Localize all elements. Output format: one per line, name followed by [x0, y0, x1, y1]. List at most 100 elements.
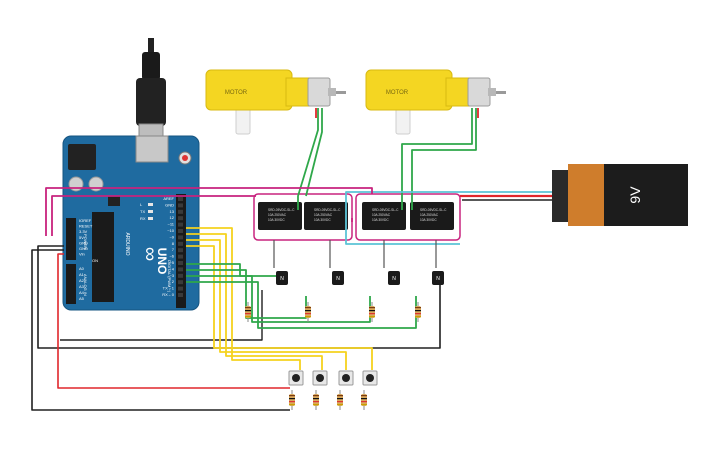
wire-motor1-a[interactable]	[297, 108, 319, 210]
resistor[interactable]	[337, 390, 343, 410]
digital-pin[interactable]	[178, 241, 183, 246]
push-button[interactable]	[338, 370, 354, 386]
digital-pin-label: ~5	[169, 260, 174, 265]
digital-pin-label: ~6	[169, 254, 174, 259]
board-led	[148, 203, 153, 206]
wire-motor2-b[interactable]	[411, 108, 477, 210]
transistor-label: N	[336, 276, 340, 282]
analog-pin-label: A0	[79, 266, 85, 271]
power-pin-label: Vin	[79, 252, 85, 257]
battery-9v[interactable]: 9V	[552, 164, 688, 226]
digital-pin[interactable]	[178, 209, 183, 214]
digital-pin[interactable]	[178, 286, 183, 291]
usb-cable	[136, 38, 166, 139]
board-led-label: L	[140, 202, 143, 207]
wire-ground-2[interactable]	[60, 290, 263, 341]
npn-transistor[interactable]: N	[276, 271, 288, 285]
wire-yellow-4[interactable]	[186, 245, 373, 370]
board-led-label: RX	[140, 216, 146, 221]
arduino-model: UNO	[155, 248, 169, 275]
wire-motor1-b[interactable]	[305, 108, 323, 197]
dc-motor-2[interactable]: MOTOR	[365, 69, 506, 135]
arduino-logo-icon: ∞	[139, 247, 161, 261]
arduino-pin-labels: AREFGND1312~11~10~987~6~54~32TX→1RX←0IOR…	[79, 196, 183, 301]
on-led-label: ON	[92, 258, 98, 263]
digital-pin[interactable]	[178, 293, 183, 297]
digital-pin[interactable]	[178, 267, 183, 272]
wire-motor2-a[interactable]	[401, 108, 473, 210]
push-button[interactable]	[288, 370, 304, 386]
resistor[interactable]	[361, 390, 367, 410]
relay-mount-2	[355, 193, 461, 241]
power-pin-label: GND	[79, 246, 88, 251]
resistor[interactable]	[415, 302, 421, 322]
digital-pin[interactable]	[178, 229, 183, 233]
digital-pin[interactable]	[178, 216, 183, 221]
npn-transistor[interactable]: N	[332, 271, 344, 285]
wire-ground-buttons[interactable]	[31, 249, 290, 411]
transistor-label: N	[392, 276, 396, 282]
wire-battery-cyan[interactable]	[345, 191, 552, 245]
wire-yellow-1[interactable]	[186, 227, 301, 370]
wire-red-5v[interactable]	[57, 253, 290, 389]
wire-yellow-3[interactable]	[186, 239, 347, 370]
power-pin-label: RESET	[79, 224, 93, 229]
push-button[interactable]	[312, 370, 328, 386]
digital-pin-label: ~11	[168, 222, 175, 227]
digital-pin[interactable]	[178, 254, 183, 259]
power-pin-label: GND	[79, 240, 88, 245]
digital-pin[interactable]	[178, 203, 183, 208]
relay-text: SRD-05VDC-SL-C	[372, 208, 399, 212]
digital-pin[interactable]	[178, 273, 183, 278]
analog-group-label: ANALOG IN	[83, 274, 88, 296]
analog-pin-label: A5	[79, 296, 85, 301]
npn-transistor[interactable]: N	[388, 271, 400, 285]
relay-text: 10A 250VAC	[372, 213, 391, 217]
power-group-label: POWER	[83, 234, 88, 249]
resistor[interactable]	[313, 390, 319, 410]
relay-text: SRD-05VDC-SL-C	[314, 208, 341, 212]
digital-pin[interactable]	[178, 280, 183, 285]
power-pin-label: 5V	[79, 235, 84, 240]
digital-pin[interactable]	[178, 197, 183, 201]
wire-layer	[31, 108, 552, 411]
relay-text: 10A 30VDC	[268, 218, 285, 222]
arduino-uno-board[interactable]: ∞ UNO ARDUINO POWER ANALOG IN DIGITAL (P…	[62, 135, 200, 311]
digital-pin-label: GND	[165, 202, 174, 207]
digital-pin[interactable]	[178, 248, 183, 253]
analog-pin-label: A2	[79, 278, 85, 283]
digital-pin[interactable]	[178, 235, 183, 240]
relay-text: 10A 250VAC	[314, 213, 333, 217]
relay-text: 10A 30VDC	[314, 218, 331, 222]
resistor[interactable]	[245, 302, 251, 322]
digital-pin-label: ~3	[169, 273, 174, 278]
resistor[interactable]	[289, 390, 295, 410]
wire-yellow-2[interactable]	[186, 233, 323, 370]
analog-pin-label: A1	[79, 272, 85, 277]
digital-pin-label: 12	[170, 215, 175, 220]
relay-text: 10A 250VAC	[268, 213, 287, 217]
digital-pin[interactable]	[178, 222, 183, 227]
digital-pin-label: 13	[170, 209, 175, 214]
resistor[interactable]	[369, 302, 375, 322]
wire-ground-loop[interactable]	[37, 245, 441, 349]
relay-mount-1	[253, 193, 353, 241]
digital-pin[interactable]	[178, 261, 183, 265]
wire-magenta-top[interactable]	[45, 187, 373, 236]
analog-pin-label: A3	[79, 284, 85, 289]
analog-pin-label: A4	[79, 290, 85, 295]
push-button[interactable]	[362, 370, 378, 386]
relay-text: 10A 30VDC	[372, 218, 389, 222]
digital-pin-label: 4	[172, 266, 175, 271]
wire-magenta-2[interactable]	[51, 195, 256, 236]
dc-motor-1[interactable]: MOTOR	[205, 69, 346, 135]
digital-pin-label: 7	[172, 247, 175, 252]
digital-group-label: DIGITAL (PWM ~)	[167, 260, 172, 293]
resistor[interactable]	[305, 302, 311, 322]
npn-transistor[interactable]: N	[432, 271, 444, 285]
